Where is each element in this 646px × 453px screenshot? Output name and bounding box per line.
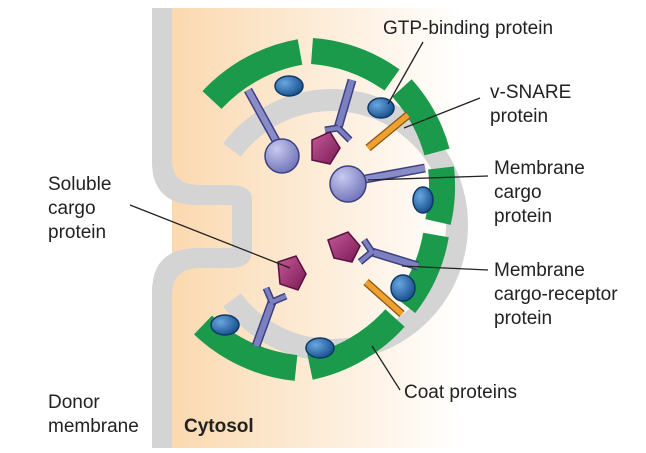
label-donor-membrane: Donor membrane (48, 392, 139, 437)
leader-gtp (387, 41, 424, 105)
coat-segment (307, 309, 405, 380)
soluble-cargo-proteins (277, 131, 361, 291)
membrane-cargo-protein (329, 165, 367, 203)
leader-receptor (401, 265, 489, 271)
label-cytosol: Cytosol (184, 416, 254, 437)
leader-v-snare (403, 97, 481, 129)
gtp-binding-protein (367, 97, 395, 119)
soluble-cargo-protein (277, 255, 307, 291)
coat-segment (194, 315, 298, 381)
label-membrane-cargo-receptor-protein: Membrane cargo-receptor protein (494, 260, 623, 329)
membrane-cargo-protein (264, 138, 300, 174)
label-v-snare-protein: v-SNARE protein (490, 82, 577, 127)
gtp-binding-protein (274, 75, 304, 97)
leader-coat (371, 345, 401, 391)
coat-segment (310, 38, 400, 91)
v-snare-protein (366, 112, 410, 151)
leader-soluble (129, 204, 291, 269)
cargo-receptor-protein (357, 238, 420, 271)
gtp-binding-proteins (210, 75, 434, 359)
gtp-binding-protein (390, 274, 416, 302)
soluble-cargo-protein (311, 131, 341, 165)
leader-lines (129, 41, 489, 391)
cargo-receptor-protein (251, 286, 288, 348)
cargo-stalk (245, 88, 283, 150)
label-soluble-cargo-protein: Soluble cargo protein (48, 174, 117, 243)
label-coat-proteins: Coat proteins (404, 382, 517, 403)
gtp-binding-protein (210, 314, 240, 336)
coat-segment (202, 39, 303, 110)
donor-membrane-band (152, 8, 252, 448)
coat-segment (425, 166, 456, 225)
leader-cargo (367, 175, 489, 181)
membrane-cargo-proteins (244, 87, 426, 203)
gtp-binding-protein (412, 186, 434, 214)
gtp-binding-protein (305, 337, 335, 359)
cargo-receptor-proteins (251, 78, 420, 348)
coat-segment (392, 79, 450, 156)
soluble-cargo-protein (327, 231, 361, 263)
cargo-receptor-protein (324, 78, 357, 143)
cargo-stalk (359, 165, 426, 183)
label-membrane-cargo-protein: Membrane cargo protein (494, 158, 590, 227)
v-snare-protein (364, 279, 404, 317)
v-snare-proteins (363, 111, 411, 317)
label-gtp-binding-protein: GTP-binding protein (383, 18, 553, 39)
